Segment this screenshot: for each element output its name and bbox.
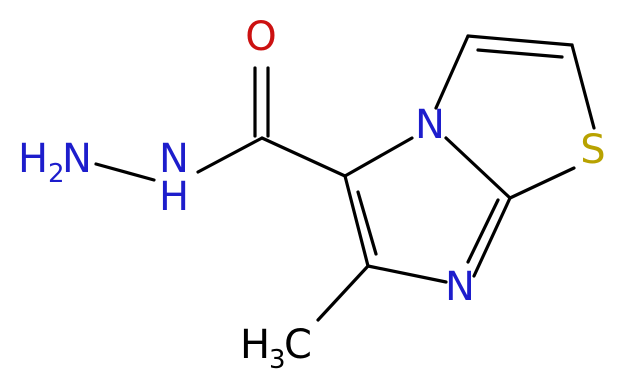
- bond-nring-c7a-1: [472, 196, 512, 278]
- atom-ch3: H 3 C: [240, 322, 312, 375]
- atom-n-bridge: N: [415, 102, 445, 148]
- nh-n: N: [159, 136, 189, 182]
- nh2-subscript: 2: [48, 159, 65, 189]
- bond-c3-c2-2: [476, 48, 564, 59]
- bond-s-c7a: [508, 166, 576, 200]
- bonds: [94, 34, 596, 322]
- atom-oxygen: O: [245, 14, 276, 60]
- bond-nbridge-c7a: [444, 136, 512, 200]
- ch3-c: C: [284, 322, 312, 368]
- atom-nh: N H: [159, 136, 189, 220]
- bond-carbonyl-ring: [260, 136, 347, 178]
- bond-nbridge-c3: [434, 34, 470, 110]
- ch3-subscript: 3: [269, 345, 286, 375]
- nh2-h: H: [18, 136, 48, 182]
- bond-c5-nbridge: [343, 136, 414, 178]
- atom-n-ring: N: [445, 264, 475, 310]
- bond-c5-c6-2: [356, 190, 378, 256]
- atom-labels: O H 2 N N H N S N H 3 C: [18, 14, 606, 375]
- bond-c5-c6-1: [343, 174, 370, 268]
- bond-c2-s: [570, 43, 596, 130]
- bond-c6-ch3: [316, 264, 370, 322]
- bond-nring-c7a-2: [466, 198, 500, 264]
- bond-carbonyl-nh: [196, 136, 264, 174]
- bond-c3-c2-1: [466, 34, 574, 47]
- bond-c6-nring: [366, 264, 448, 284]
- ch3-h: H: [240, 322, 270, 368]
- bond-nh-nh2: [94, 162, 156, 182]
- atom-nh2: H 2 N: [18, 136, 92, 189]
- nh2-n: N: [62, 136, 92, 182]
- atom-sulfur: S: [580, 127, 605, 173]
- nh-h: H: [159, 174, 189, 220]
